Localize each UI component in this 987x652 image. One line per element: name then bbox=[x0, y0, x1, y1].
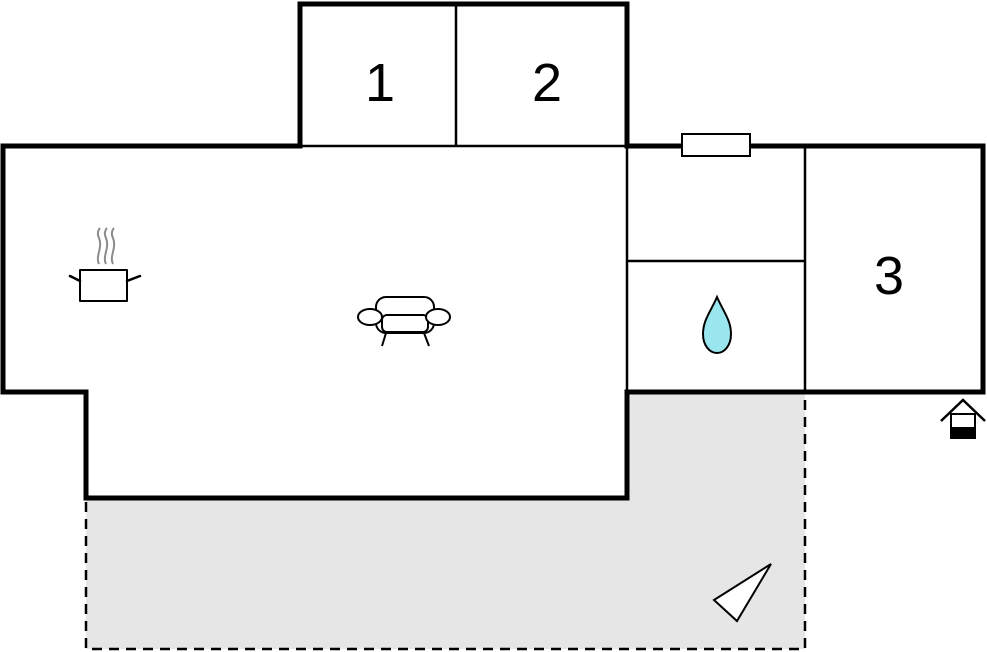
terrace-flag-icon bbox=[712, 563, 772, 623]
sofa-icon bbox=[357, 296, 451, 347]
room-number-1: 1 bbox=[365, 53, 395, 113]
terrace-area bbox=[84, 390, 807, 651]
water-drop-icon bbox=[701, 294, 733, 355]
house-entrance-icon bbox=[940, 398, 986, 439]
window-icon bbox=[681, 133, 751, 157]
room-number-3: 3 bbox=[874, 246, 904, 306]
cooking-pot-icon bbox=[68, 227, 142, 302]
outer-wall bbox=[0, 1, 986, 501]
room-number-2: 2 bbox=[532, 53, 562, 113]
